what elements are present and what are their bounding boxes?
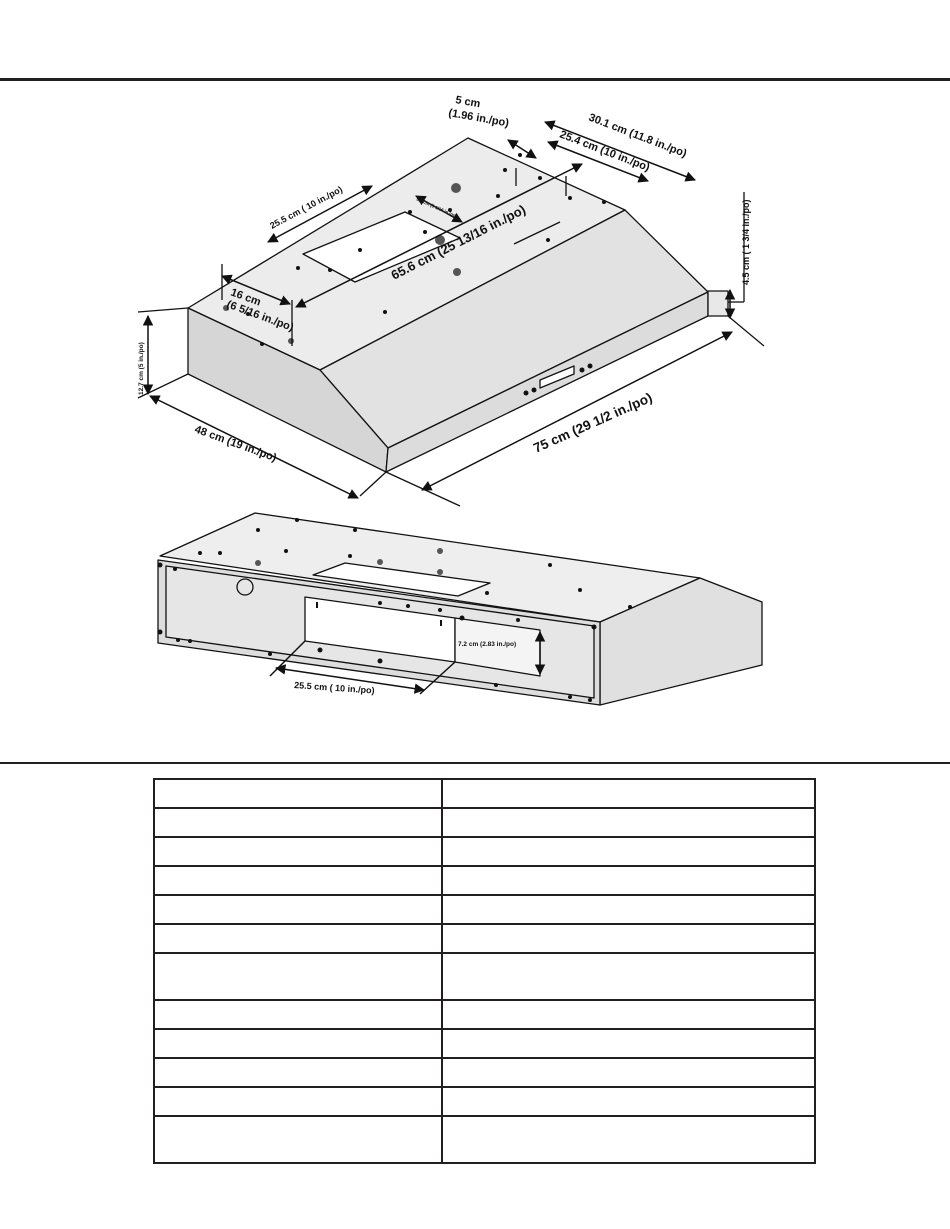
table-cell-value <box>441 999 816 1030</box>
table-cell-label <box>153 1057 443 1088</box>
table-row <box>153 999 816 1030</box>
table-cell-value <box>441 1028 816 1059</box>
dim-5cm: 5 cm <box>454 94 481 110</box>
hood-bottom-view <box>157 512 763 706</box>
table-cell-label <box>153 778 443 809</box>
table-row <box>153 1086 816 1117</box>
table-cell-value <box>441 836 816 867</box>
dim-255-bottom: 25.5 cm ( 10 in./po) <box>294 680 375 696</box>
top-rule <box>0 78 950 81</box>
table-cell-value <box>441 1115 816 1164</box>
table-cell-label <box>153 999 443 1030</box>
table-row <box>153 952 816 1001</box>
table-cell-value <box>441 952 816 1001</box>
table-cell-value <box>441 1057 816 1088</box>
table-row <box>153 894 816 925</box>
dim-75: 75 cm (29 1/2 in./po) <box>531 390 654 456</box>
top-view-dimension-lines <box>142 120 736 499</box>
top-view-extension-lines <box>137 168 765 507</box>
table-row <box>153 865 816 896</box>
table-cell-label <box>153 865 443 896</box>
bottom-view-dimension-lines <box>269 630 546 695</box>
dim-45: 4.5 cm ( 1 3/4 in./po) <box>741 199 751 285</box>
table-row <box>153 836 816 867</box>
dim-127: 12.7 cm (5 in./po) <box>138 342 145 395</box>
table-cell-label <box>153 952 443 1001</box>
table-row <box>153 923 816 954</box>
table-cell-label <box>153 894 443 925</box>
table-row <box>153 1115 816 1164</box>
table-row <box>153 807 816 838</box>
table-cell-value <box>441 894 816 925</box>
dim-48: 48 cm (19 in./po) <box>193 424 278 465</box>
table-cell-label <box>153 1086 443 1117</box>
table-row <box>153 1028 816 1059</box>
middle-rule <box>0 762 950 764</box>
table-cell-label <box>153 1028 443 1059</box>
table-cell-value <box>441 1086 816 1117</box>
specifications-table <box>153 778 816 1164</box>
bottom-panel-holes <box>157 518 632 702</box>
table-cell-value <box>441 865 816 896</box>
table-cell-label <box>153 923 443 954</box>
table-cell-value <box>441 807 816 838</box>
table-row <box>153 1057 816 1088</box>
table-cell-value <box>441 923 816 954</box>
table-row <box>153 778 816 809</box>
dim-72: 7.2 cm (2.83 in./po) <box>458 641 516 648</box>
table-cell-label <box>153 836 443 867</box>
table-cell-value <box>441 778 816 809</box>
table-cell-label <box>153 807 443 838</box>
table-cell-label <box>153 1115 443 1164</box>
dim-5cm-in: (1.96 in./po) <box>447 107 510 129</box>
